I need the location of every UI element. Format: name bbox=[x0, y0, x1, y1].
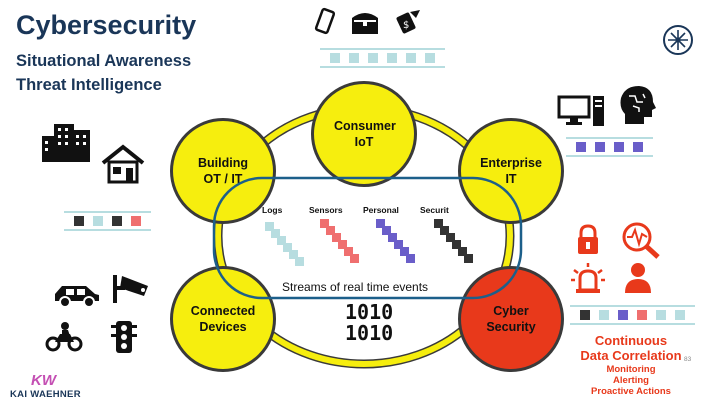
traffic-light-icon bbox=[111, 321, 137, 353]
motorcycle-icon bbox=[45, 322, 83, 352]
page-title: Cybersecurity bbox=[16, 10, 197, 40]
correlation-item-proactive: Proactive Actions bbox=[591, 386, 671, 397]
node-connected-devices: Connected Devices bbox=[170, 266, 276, 372]
correlation-list: Monitoring Alerting Proactive Actions bbox=[566, 364, 696, 397]
page-number: 83 bbox=[684, 356, 692, 363]
stream-label-personal: Personal bbox=[363, 205, 399, 215]
node-connected-devices-label: Connected Devices bbox=[190, 304, 256, 334]
person-icon bbox=[625, 263, 651, 293]
node-enterprise: Enterprise IT bbox=[458, 118, 564, 224]
node-consumer-iot: Consumer IoT bbox=[311, 81, 417, 187]
compass-logo-icon bbox=[663, 25, 693, 55]
streams-caption: Streams of real time events bbox=[282, 280, 429, 294]
subtitle-situational-awareness: Situational Awareness bbox=[16, 52, 192, 70]
node-building: Building OT / IT bbox=[170, 118, 276, 224]
correlation-title-2: Data Correlation bbox=[580, 348, 682, 363]
consumer-event-squares bbox=[320, 48, 445, 68]
correlation-item-monitoring: Monitoring bbox=[606, 364, 656, 375]
subtitle-threat-intelligence: Threat Intelligence bbox=[16, 76, 162, 94]
stream-label-logs: Logs bbox=[262, 205, 283, 215]
binary-code-icon: 1010 1010 bbox=[345, 302, 393, 344]
kw-logo-initials: KW bbox=[31, 372, 56, 389]
stream-label-security: Securit bbox=[420, 205, 449, 215]
stream-security bbox=[434, 219, 473, 263]
binary-line-2: 1010 bbox=[345, 321, 394, 345]
office-building-icon bbox=[42, 124, 90, 162]
node-enterprise-label: Enterprise IT bbox=[480, 156, 542, 186]
kw-logo-text: KAI WAEHNER bbox=[10, 389, 81, 400]
desktop-computer-icon bbox=[557, 95, 604, 126]
enterprise-event-squares bbox=[566, 137, 653, 157]
stream-personal bbox=[376, 219, 415, 263]
correlation-item-alerting: Alerting bbox=[613, 375, 649, 386]
security-camera-icon bbox=[113, 275, 148, 303]
ai-head-icon bbox=[620, 86, 656, 124]
node-consumer-iot-label: Consumer IoT bbox=[334, 119, 396, 149]
stream-sensors bbox=[320, 219, 359, 263]
svg-text:$: $ bbox=[403, 20, 409, 31]
correlation-heading: Continuous Data Correlation bbox=[566, 333, 696, 363]
binary-line-1: 1010 bbox=[345, 300, 394, 324]
building-event-squares bbox=[64, 211, 151, 231]
stream-logs bbox=[265, 222, 304, 266]
smartphone-icon bbox=[314, 7, 336, 35]
house-icon bbox=[101, 144, 145, 184]
stream-label-sensors: Sensors bbox=[309, 205, 343, 215]
siren-icon bbox=[571, 263, 605, 293]
node-cyber-security-label: Cyber Security bbox=[486, 304, 536, 334]
node-cyber-security: Cyber Security bbox=[458, 266, 564, 372]
cyber-event-squares bbox=[570, 305, 695, 325]
treasure-chest-icon bbox=[352, 13, 378, 34]
magnifier-pulse-icon bbox=[622, 222, 660, 259]
node-building-label: Building OT / IT bbox=[198, 156, 248, 186]
car-icon bbox=[55, 286, 99, 308]
lock-icon bbox=[578, 224, 598, 254]
flying-money-icon: $ bbox=[396, 10, 420, 34]
correlation-title-1: Continuous bbox=[594, 333, 668, 348]
